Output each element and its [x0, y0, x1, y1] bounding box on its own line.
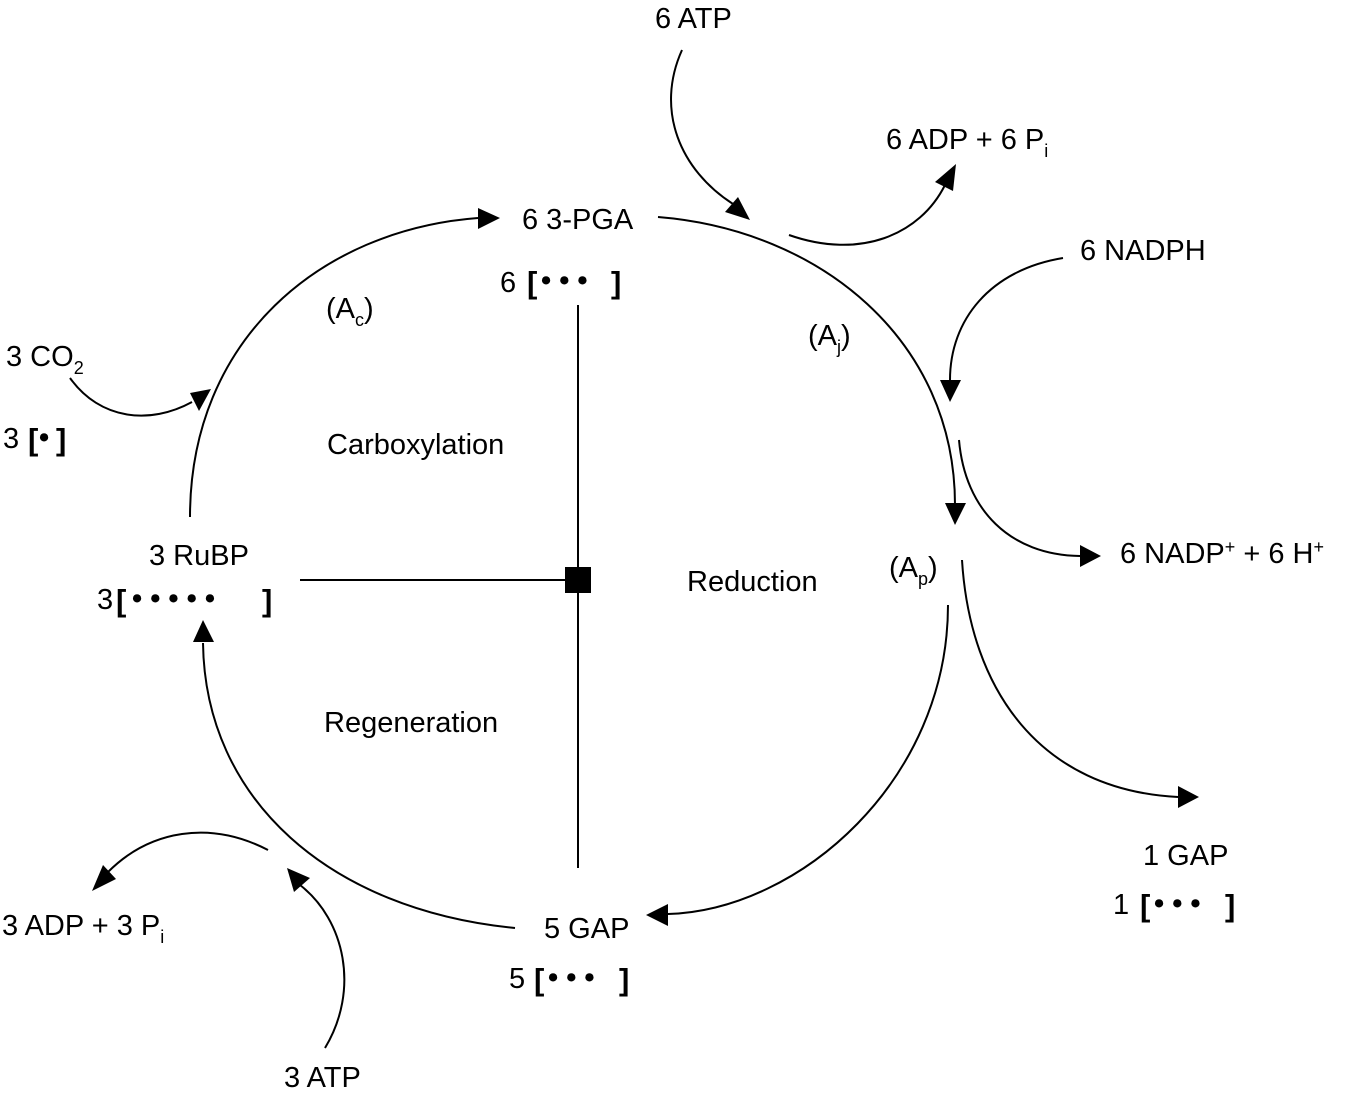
- input-co2-carbons: 3 [ • ]: [3, 422, 66, 457]
- arrowhead-atp6-in: [725, 197, 750, 220]
- arc-gap5-to-rubp: [202, 642, 516, 929]
- input-atp6: 6 ATP: [655, 3, 732, 35]
- rubp-count: 3: [97, 584, 113, 616]
- phase-reduction: Reduction: [687, 566, 818, 598]
- metabolite-gap1-label: 1 GAP: [1143, 840, 1228, 872]
- arrowhead-adp6-out: [935, 164, 956, 191]
- arrowhead-co2-in: [190, 389, 211, 411]
- phase-regeneration: Regeneration: [324, 707, 498, 739]
- arrowhead-nadp-out: [1080, 545, 1101, 567]
- co2-count: 3: [3, 423, 19, 455]
- input-atp3: 3 ATP: [284, 1062, 361, 1094]
- co2-dots: •: [39, 422, 49, 454]
- output-adp6: 6 ADP + 6 Pi: [886, 124, 1048, 161]
- gap1-bracket-close: ]: [1225, 888, 1235, 923]
- metabolite-gap5-carbons: 5 [ • • • ]: [509, 962, 629, 997]
- phase-carboxylation: Carboxylation: [327, 429, 504, 461]
- metabolite-rubp-carbons: 3 [ • • • • • ]: [97, 583, 272, 618]
- limitation-ap: (Ap): [889, 552, 938, 589]
- center-square: [565, 567, 591, 593]
- limitation-ac: (Ac): [326, 293, 374, 330]
- arrowhead-gap1-out: [1178, 786, 1199, 808]
- arrowhead-to-pga: [478, 208, 500, 229]
- arc-pga-to-ap: [657, 216, 956, 506]
- arrow-atp3-in: [299, 884, 346, 1049]
- metabolite-rubp-label: 3 RuBP: [149, 540, 249, 572]
- gap5-count: 5: [509, 963, 525, 995]
- pga-bracket-open: [: [527, 265, 537, 300]
- gap5-dots: • • •: [548, 962, 595, 994]
- input-co2: 3 CO2: [6, 341, 84, 378]
- output-adp3: 3 ADP + 3 Pi: [2, 910, 164, 947]
- gap1-bracket-open: [: [1140, 888, 1150, 923]
- arrowhead-nadph-in: [940, 380, 961, 402]
- arrow-atp6-in: [670, 49, 734, 205]
- co2-bracket-close: ]: [56, 422, 66, 457]
- arrowhead-to-gap5: [646, 904, 668, 926]
- arrow-adp3-out: [107, 831, 269, 873]
- metabolite-gap1-carbons: 1 [ • • • ]: [1113, 888, 1235, 923]
- metabolite-pga-carbons: 6 [ • • • ]: [500, 265, 621, 300]
- arrow-nadph-in: [949, 257, 1064, 381]
- metabolite-gap5-label: 5 GAP: [544, 913, 629, 945]
- pga-dots: • • •: [541, 265, 588, 297]
- arrowhead-adp3-out: [92, 865, 116, 891]
- arc-rubp-to-pga: [189, 217, 479, 518]
- arrow-co2-in: [69, 377, 193, 417]
- gap5-bracket-open: [: [534, 962, 544, 997]
- pga-count: 6: [500, 267, 516, 299]
- input-nadph6: 6 NADPH: [1080, 235, 1206, 267]
- metabolite-pga-label: 6 3-PGA: [522, 204, 634, 236]
- gap1-count: 1: [1113, 889, 1129, 921]
- rubp-dots: • • • • •: [132, 583, 215, 615]
- output-nadp: 6 NADP+ + 6 H+: [1120, 537, 1324, 570]
- gap1-dots: • • •: [1154, 888, 1201, 920]
- co2-bracket-open: [: [28, 422, 38, 457]
- arc-ap-to-gap5: [667, 604, 949, 915]
- arrowhead-to-rubp: [193, 620, 214, 642]
- arrowhead-to-ap: [945, 503, 966, 525]
- arrow-gap1-out: [961, 559, 1179, 798]
- gap5-bracket-close: ]: [619, 962, 629, 997]
- arrow-adp6-out: [788, 184, 946, 246]
- pga-bracket-close: ]: [611, 265, 621, 300]
- limitation-aj: (Aj): [808, 320, 851, 357]
- arrow-nadp-out: [958, 439, 1081, 557]
- rubp-bracket-close: ]: [262, 583, 272, 618]
- rubp-bracket-open: [: [116, 583, 126, 618]
- arrowhead-atp3-in: [287, 868, 310, 892]
